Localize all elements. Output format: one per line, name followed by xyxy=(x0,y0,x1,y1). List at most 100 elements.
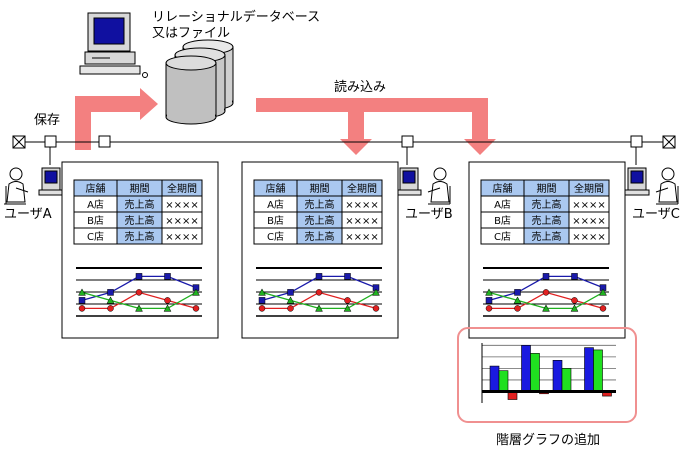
line-point-b-1-2 xyxy=(315,289,323,296)
table-cell-a-2-2: ×××× xyxy=(165,232,199,243)
user-c-label: ユーザC xyxy=(632,207,680,222)
line-point-a-2-0 xyxy=(78,288,86,296)
line-point-b-1-0 xyxy=(258,305,266,312)
save-label: 保存 xyxy=(34,113,60,128)
table-cell-b-0-1: 売上高 xyxy=(305,198,335,211)
bar-0-0 xyxy=(489,365,500,392)
table-cell-c-2-2: ×××× xyxy=(572,232,606,243)
hierarchy-graph-highlight xyxy=(457,327,637,423)
line-point-a-0-3 xyxy=(164,273,171,280)
table-cell-a-2-0: C店 xyxy=(87,230,104,243)
line-point-b-2-2 xyxy=(315,304,323,312)
line-point-b-1-3 xyxy=(344,297,351,304)
table-cell-a-1-1: 売上高 xyxy=(125,214,155,227)
line-point-b-2-3 xyxy=(343,304,352,312)
user-a-icon xyxy=(4,167,64,205)
table-cell-b-2-1: 売上高 xyxy=(305,230,335,243)
table-cell-c-1-2: ×××× xyxy=(572,216,606,227)
line-point-b-0-3 xyxy=(344,273,351,280)
database-label-line1: リレーショナルデータベース xyxy=(152,9,320,25)
line-point-c-0-1 xyxy=(514,289,521,296)
table-cell-a-0-0: A店 xyxy=(87,198,104,211)
user-c-icon xyxy=(624,167,679,205)
table-cell-c-2-0: C店 xyxy=(494,230,511,243)
line-point-c-1-0 xyxy=(485,305,493,312)
table-header-a-0: 店舗 xyxy=(86,182,106,195)
line-point-b-1-4 xyxy=(372,305,380,312)
bar-2-0 xyxy=(552,360,563,392)
table-cell-b-1-2: ×××× xyxy=(345,216,379,227)
table-cell-a-0-1: 売上高 xyxy=(125,198,155,211)
load-label: 読み込み xyxy=(334,79,386,95)
bar-0-1 xyxy=(498,370,509,392)
line-point-a-0-2 xyxy=(135,273,143,280)
user-b-screen: 店舗期間全期間A店売上高××××B店売上高××××C店売上高×××× xyxy=(241,161,399,339)
line-point-a-2-2 xyxy=(135,304,143,312)
table-header-b-1: 期間 xyxy=(310,183,330,195)
table-cell-b-1-0: B店 xyxy=(267,214,284,227)
user-c-screen: 店舗期間全期間A店売上高××××B店売上高××××C店売上高×××× xyxy=(468,161,626,339)
bar-3-0 xyxy=(584,347,594,392)
load-arrow xyxy=(256,98,496,155)
line-point-c-0-3 xyxy=(571,273,578,280)
add-hierarchy-graph-label: 階層グラフの追加 xyxy=(496,432,600,448)
table-header-a-2: 全期間 xyxy=(167,182,197,195)
line-point-c-1-1 xyxy=(514,305,521,312)
line-point-b-2-4 xyxy=(372,288,380,296)
line-point-c-2-3 xyxy=(570,304,579,312)
hierarchy-bar-chart xyxy=(481,343,616,403)
table-cell-a-1-0: B店 xyxy=(87,214,104,227)
line-point-a-1-3 xyxy=(164,297,171,304)
network-node-user-c xyxy=(630,135,643,148)
table-cell-c-1-1: 売上高 xyxy=(532,214,562,227)
user-b-icon xyxy=(396,167,451,205)
line-point-a-2-3 xyxy=(163,304,172,312)
table-cell-b-2-2: ×××× xyxy=(345,232,379,243)
line-point-a-2-1 xyxy=(106,296,115,304)
line-point-b-0-1 xyxy=(287,289,294,296)
line-point-c-2-0 xyxy=(485,288,493,296)
line-point-a-1-2 xyxy=(135,289,143,296)
table-cell-c-1-0: B店 xyxy=(494,214,511,227)
network-node-user-a xyxy=(44,135,57,148)
line-point-b-0-0 xyxy=(258,297,266,304)
line-point-b-0-2 xyxy=(315,273,323,280)
table-cell-c-2-1: 売上高 xyxy=(532,230,562,243)
table-cell-c-0-2: ×××× xyxy=(572,200,606,211)
table-header-a-1: 期間 xyxy=(130,183,150,195)
table-cell-b-0-2: ×××× xyxy=(345,200,379,211)
bar-1-0 xyxy=(521,345,531,392)
line-point-a-1-1 xyxy=(107,305,114,312)
network-node-user-b xyxy=(401,135,414,148)
table-cell-b-0-0: A店 xyxy=(267,198,284,211)
user-a-label: ユーザA xyxy=(4,207,52,222)
line-point-a-1-0 xyxy=(78,305,86,312)
line-point-b-2-0 xyxy=(258,288,266,296)
table-header-b-2: 全期間 xyxy=(347,182,377,195)
bar-3-1 xyxy=(593,349,603,392)
line-point-b-1-1 xyxy=(287,305,294,312)
table-cell-b-2-0: C店 xyxy=(267,230,284,243)
table-cell-c-0-0: A店 xyxy=(494,198,511,211)
line-point-c-2-4 xyxy=(599,288,607,296)
line-point-a-0-1 xyxy=(107,289,114,296)
line-point-c-1-3 xyxy=(571,297,578,304)
bar-1-1 xyxy=(530,353,540,392)
line-point-c-1-4 xyxy=(599,305,607,312)
network-node-server xyxy=(98,135,111,148)
line-point-a-0-0 xyxy=(78,297,86,304)
user-b-label: ユーザB xyxy=(405,207,453,222)
table-header-c-1: 期間 xyxy=(537,183,557,195)
table-cell-b-1-1: 売上高 xyxy=(305,214,335,227)
table-cell-a-0-2: ×××× xyxy=(165,200,199,211)
save-arrow xyxy=(75,88,158,150)
table-header-b-0: 店舗 xyxy=(266,182,286,195)
table-header-c-0: 店舗 xyxy=(493,182,513,195)
table-cell-c-0-1: 売上高 xyxy=(532,198,562,211)
user-a-screen: 店舗期間全期間A店売上高××××B店売上高××××C店売上高×××× xyxy=(61,161,219,339)
bar-2-1 xyxy=(561,368,572,392)
network-terminator-right-icon xyxy=(662,135,676,149)
line-point-b-2-1 xyxy=(286,296,295,304)
